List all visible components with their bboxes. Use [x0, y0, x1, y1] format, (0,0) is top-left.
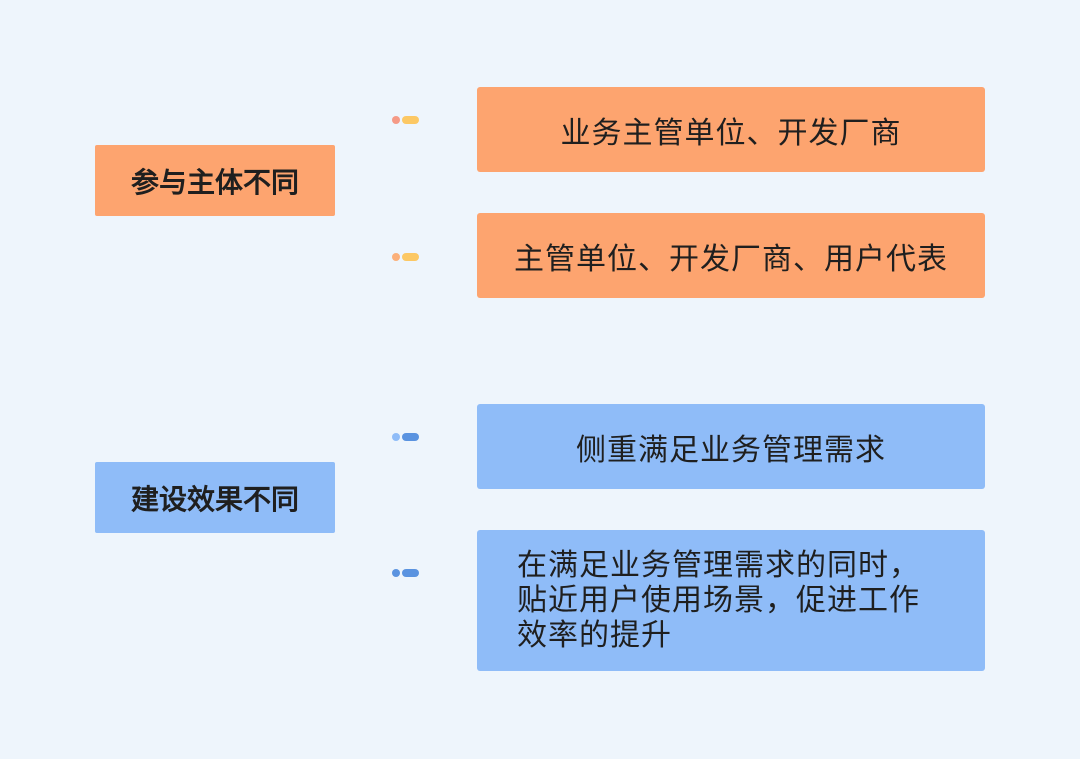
item-box-effects-1: 侧重满足业务管理需求 [477, 404, 985, 489]
item-box-effects-2: 在满足业务管理需求的同时， 贴近用户使用场景，促进工作 效率的提升 [477, 530, 985, 671]
item-box-participants-2: 主管单位、开发厂商、用户代表 [477, 213, 985, 298]
item-text: 在满足业务管理需求的同时， 贴近用户使用场景，促进工作 效率的提升 [517, 548, 920, 653]
item-text: 侧重满足业务管理需求 [576, 432, 886, 468]
item-text: 业务主管单位、开发厂商 [560, 115, 902, 151]
item-text: 主管单位、开发厂商、用户代表 [514, 241, 948, 277]
group-label-text: 建设效果不同 [130, 482, 299, 516]
item-box-participants-1: 业务主管单位、开发厂商 [477, 87, 985, 172]
group-label-participants: 参与主体不同 [95, 145, 335, 216]
group-label-effects: 建设效果不同 [95, 462, 335, 533]
group-label-text: 参与主体不同 [130, 165, 299, 199]
